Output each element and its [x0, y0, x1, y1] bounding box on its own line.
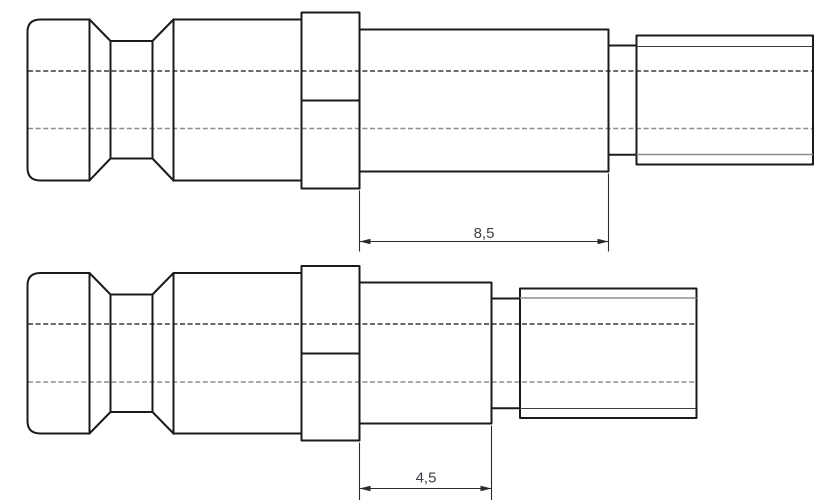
- view-long-variant: 8,5: [26, 11, 814, 252]
- dimension-label-long: 8,5: [474, 225, 495, 242]
- head-short: [26, 272, 91, 435]
- dimension-label-short: 4,5: [416, 470, 437, 487]
- thread-cylinder-long: [635, 34, 814, 166]
- view-short-variant: 4,5: [26, 265, 698, 500]
- groove-neck-long: [88, 18, 175, 182]
- shoulder-step-short: [490, 297, 521, 410]
- dimension-arrow-right-long: [597, 238, 609, 245]
- middle-cylinder-short: [358, 281, 493, 425]
- dimension-arrow-left-long: [359, 238, 371, 245]
- middle-cylinder-long: [358, 28, 610, 173]
- dimension-arrow-left-short: [359, 485, 371, 492]
- shoulder-step-long: [607, 44, 638, 156]
- thread-cylinder-short: [519, 287, 698, 419]
- body-long: [172, 18, 303, 182]
- groove-neck-short: [88, 271, 175, 435]
- body-short: [172, 272, 303, 435]
- dimension-long: 8,5: [358, 173, 610, 252]
- dimension-arrow-right-short: [480, 485, 492, 492]
- head-long: [26, 18, 91, 182]
- dimension-short: 4,5: [358, 425, 493, 500]
